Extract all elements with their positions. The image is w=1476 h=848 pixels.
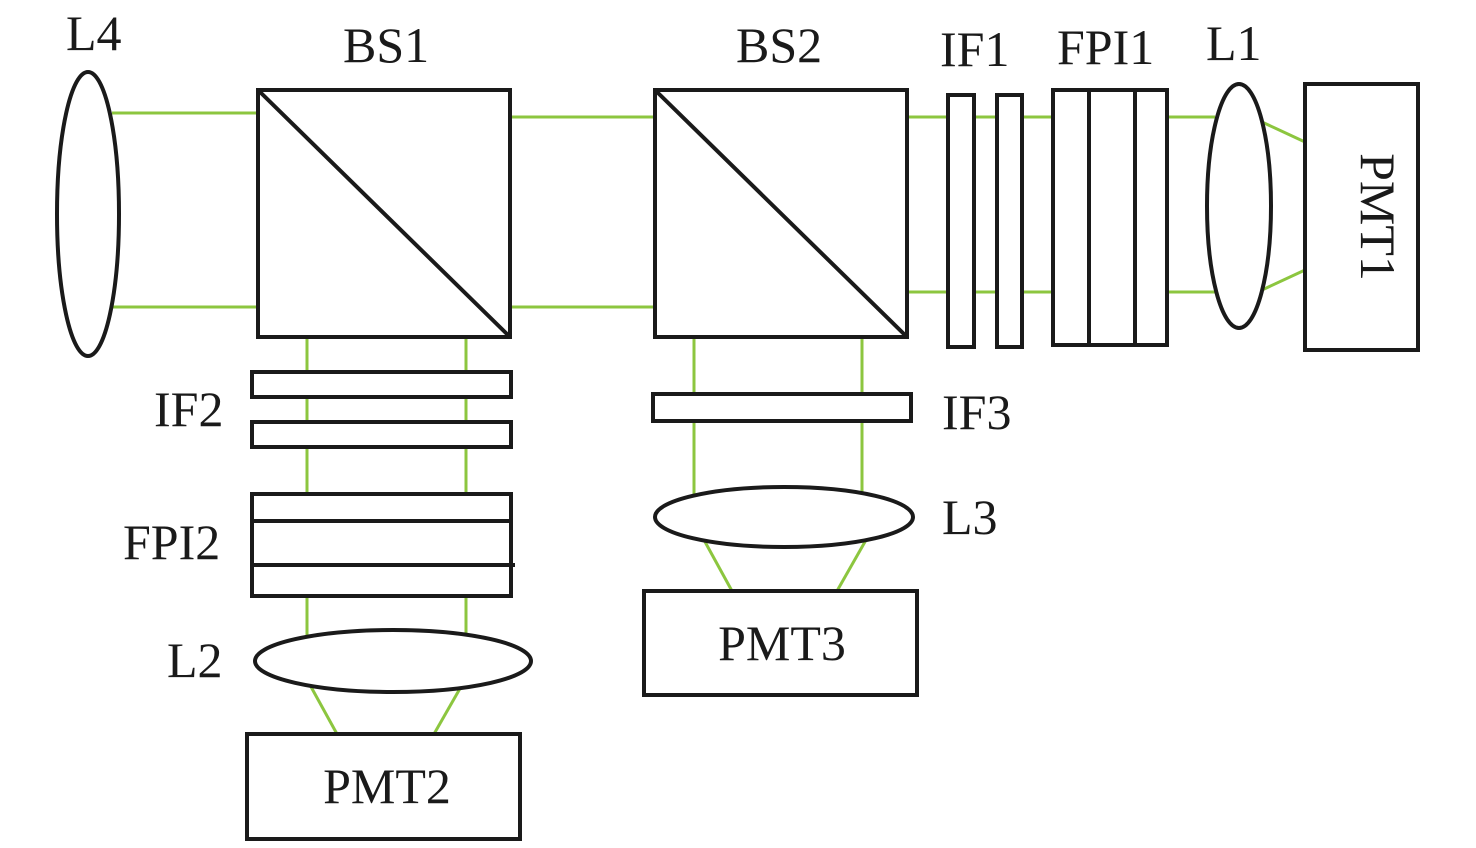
- label-if2: IF2: [154, 381, 223, 437]
- lens-l1: [1205, 82, 1273, 330]
- beam-left-l3-pmt3: [702, 539, 734, 592]
- label-l4: L4: [66, 5, 122, 61]
- lens-l3: [653, 485, 915, 549]
- label-fpi2: FPI2: [123, 514, 220, 570]
- beam-splitter-bs1: [256, 88, 512, 339]
- filter-if3: [651, 392, 913, 423]
- label-if1: IF1: [940, 21, 1009, 77]
- beam-splitter-bs2: [653, 88, 909, 339]
- fpi1: [1051, 88, 1169, 347]
- lens-l2: [253, 628, 533, 694]
- label-fpi1: FPI1: [1057, 19, 1154, 75]
- beam-bottom-l1-pmt1: [1261, 268, 1306, 292]
- beam-left-l2-pmt2: [308, 684, 339, 735]
- filter-if1: [946, 93, 1024, 349]
- filter-if2: [250, 370, 513, 449]
- pmt1-box: [1303, 82, 1420, 352]
- fpi2: [250, 492, 515, 598]
- lens-l4: [55, 70, 121, 358]
- pmt3-box: [642, 589, 919, 697]
- label-l1: L1: [1206, 15, 1262, 71]
- beam-right-l3-pmt3: [835, 539, 868, 592]
- label-pmt3: PMT3: [718, 615, 846, 671]
- label-pmt1: PMT1: [1350, 153, 1406, 281]
- label-bs1: BS1: [343, 17, 429, 73]
- beam-top-l1-pmt1: [1261, 120, 1306, 144]
- beam-right-l2-pmt2: [432, 684, 464, 735]
- label-if3: IF3: [942, 384, 1011, 440]
- pmt2-box: [245, 732, 522, 841]
- label-bs2: BS2: [736, 17, 822, 73]
- label-l2: L2: [167, 632, 223, 688]
- label-pmt2: PMT2: [323, 758, 451, 814]
- label-l3: L3: [942, 489, 998, 545]
